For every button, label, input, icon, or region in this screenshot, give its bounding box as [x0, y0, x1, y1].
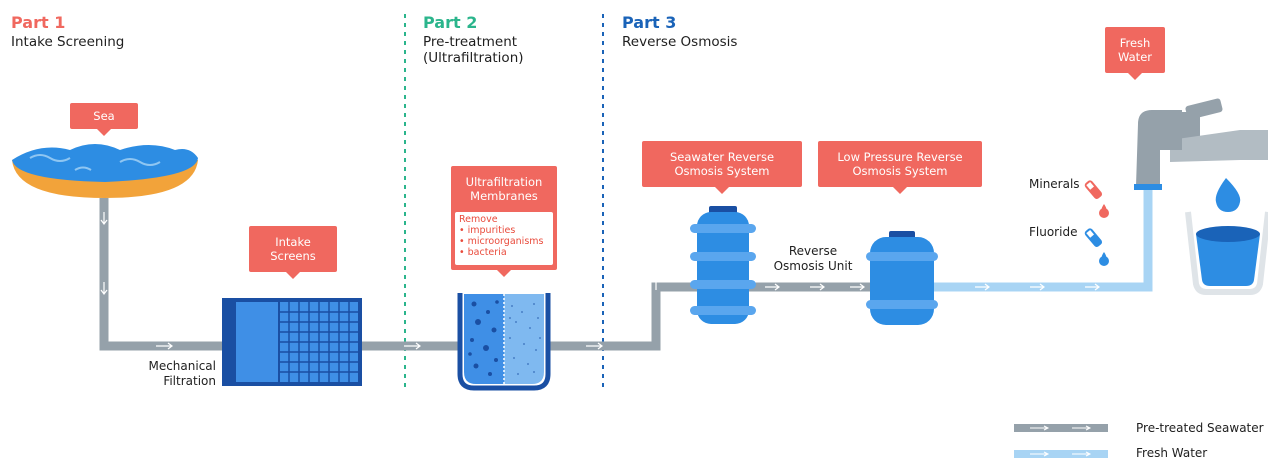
part2-number: Part 2 — [423, 13, 478, 32]
uf-callout-line2: Membranes — [470, 189, 538, 203]
intake-callout-line1: Intake — [275, 235, 311, 249]
legend-label-pretreated: Pre-treated Seawater — [1136, 421, 1264, 435]
fluoride-dropper-icon — [1084, 228, 1109, 266]
legend-label-fresh: Fresh Water — [1136, 446, 1208, 460]
part3-number: Part 3 — [622, 13, 677, 32]
uf-remove-item: • impurities — [459, 225, 516, 236]
mechanical-filtration-label: Mechanical Filtration — [132, 359, 216, 389]
lpro-callout-line2: Osmosis System — [852, 164, 948, 178]
swro-tank-illustration — [690, 206, 756, 324]
ro-unit-line1: Reverse — [788, 244, 838, 258]
swro-callout-line2: Osmosis System — [674, 164, 770, 178]
faucet-illustration — [1134, 98, 1268, 190]
uf-remove-title: Remove — [459, 214, 498, 225]
legend-swatch-pretreated — [1014, 424, 1108, 432]
mechanical-line2: Filtration — [163, 374, 216, 388]
sea-callout: Sea — [70, 103, 138, 136]
flow-arrows — [100, 212, 865, 350]
ro-unit-line2: Osmosis Unit — [773, 259, 853, 273]
minerals-label: Minerals — [1029, 177, 1080, 191]
fresh-callout-line1: Fresh — [1119, 36, 1151, 50]
minerals-dropper-icon — [1084, 180, 1109, 218]
uf-remove-item: • bacteria — [459, 247, 507, 258]
part2-subtitle: (Ultrafiltration) — [423, 50, 524, 66]
intake-screens-callout: Intake Screens — [249, 226, 337, 279]
fluoride-label: Fluoride — [1029, 225, 1078, 239]
legend-swatches — [1014, 424, 1108, 458]
fresh-pipe — [928, 190, 1153, 292]
flow-arrows-fresh — [975, 283, 1100, 291]
sea-illustration — [12, 144, 198, 198]
part1-number: Part 1 — [11, 13, 66, 32]
part1-title: Intake Screening — [11, 34, 125, 50]
legend-swatch-fresh — [1014, 450, 1108, 458]
water-glass-illustration — [1185, 178, 1268, 295]
fresh-water-callout: Fresh Water — [1105, 27, 1165, 80]
swro-callout: Seawater Reverse Osmosis System — [642, 141, 802, 194]
fresh-callout-line2: Water — [1118, 50, 1152, 64]
ro-unit-label: Reverse Osmosis Unit — [768, 244, 858, 274]
lpro-tank-illustration — [866, 231, 938, 325]
part2-title: Pre-treatment — [423, 34, 518, 50]
lpro-callout-line1: Low Pressure Reverse — [837, 150, 963, 164]
ultrafiltration-tank-illustration — [457, 293, 551, 391]
intake-screen-illustration — [222, 298, 362, 386]
uf-callout-line1: Ultrafiltration — [465, 175, 543, 189]
mechanical-line1: Mechanical — [148, 359, 216, 373]
uf-remove-box: Remove • impurities • microorganisms • b… — [455, 212, 553, 265]
intake-callout-line2: Screens — [270, 249, 316, 263]
part3-title: Reverse Osmosis — [622, 34, 738, 50]
sea-callout-label: Sea — [93, 109, 115, 123]
swro-callout-line1: Seawater Reverse — [669, 150, 775, 164]
lpro-callout: Low Pressure Reverse Osmosis System — [818, 141, 982, 194]
uf-remove-item: • microorganisms — [459, 236, 544, 247]
